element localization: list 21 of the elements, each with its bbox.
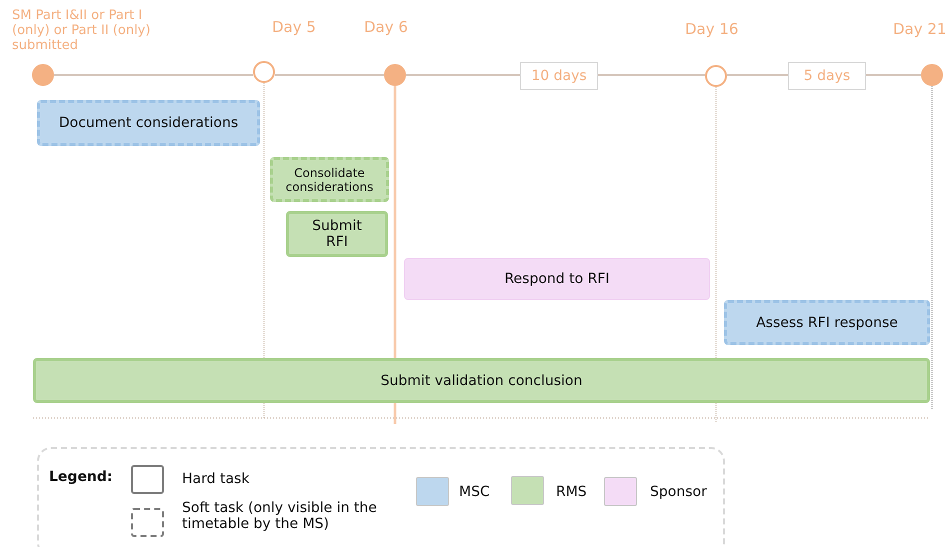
legend-text: RMS — [556, 484, 587, 500]
hard-task-box: Submit RFI — [286, 211, 388, 257]
timeline-segment — [275, 74, 384, 76]
hard-task-box: Respond to RFI — [404, 258, 710, 300]
legend-text: MSC — [459, 484, 490, 500]
milestone-label: Day 16 — [685, 20, 738, 38]
soft-task-box: Document considerations — [37, 100, 260, 146]
milestone-label: Day 21 — [893, 20, 946, 38]
hard-task-box: Submit validation conclusion — [33, 358, 930, 403]
timeline-segment — [54, 74, 253, 76]
duration-label: 5 days — [788, 62, 866, 90]
milestone-label: Day 6 — [364, 18, 408, 36]
milestone-label: SM Part I&II or Part I (only) or Part II (only) submitted — [12, 8, 152, 53]
duration-label: 10 days — [520, 62, 598, 90]
milestone-label: Day 5 — [272, 18, 316, 36]
soft-task-box: Consolidate considerations — [270, 157, 389, 202]
soft-task-box: Assess RFI response — [724, 300, 930, 345]
legend-heading: Legend: — [49, 469, 113, 485]
legend-text: Hard task — [182, 471, 250, 487]
legend-text: Sponsor — [650, 484, 707, 500]
legend-text: Soft task (only visible in the timetable by the MS) — [182, 500, 378, 532]
